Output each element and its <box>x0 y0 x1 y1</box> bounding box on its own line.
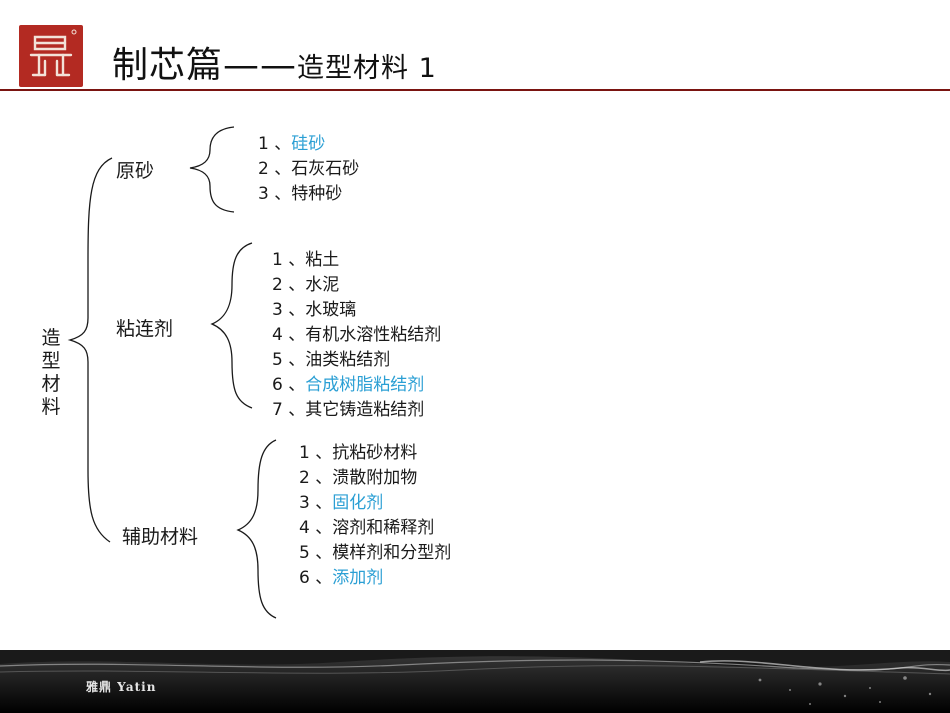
group-label-auxiliary: 辅助材料 <box>122 526 199 548</box>
group-label-raw-sand: 原砂 <box>116 160 155 182</box>
list-item: 3 、水玻璃 <box>272 300 357 320</box>
page-title: 制芯篇——造型材料 1 <box>112 36 437 88</box>
list-item: 4 、溶剂和稀释剂 <box>299 518 435 538</box>
group3-brace <box>236 439 277 619</box>
raw-sand-list: 1 、硅砂 2 、石灰石砂 3 、特种砂 <box>258 132 359 207</box>
list-item: 4 、有机水溶性粘结剂 <box>272 325 442 345</box>
header-rule <box>0 89 950 91</box>
list-item: 1 、硅砂 <box>258 134 326 154</box>
list-item: 1 、粘土 <box>272 250 340 270</box>
list-item: 2 、石灰石砂 <box>258 159 360 179</box>
footer-brand: 雅鼎 Yatin <box>86 680 157 694</box>
list-item: 7 、其它铸造粘结剂 <box>272 400 425 420</box>
list-item: 3 、特种砂 <box>258 184 343 204</box>
group-label-binder: 粘连剂 <box>116 318 174 340</box>
binder-list: 1 、粘土 2 、水泥 3 、水玻璃 4 、有机水溶性粘结剂 5 、油类粘结剂 … <box>272 248 441 423</box>
group1-brace <box>189 126 235 213</box>
list-item: 2 、溃散附加物 <box>299 468 418 488</box>
auxiliary-list: 1 、抗粘砂材料 2 、溃散附加物 3 、固化剂 4 、溶剂和稀释剂 5 、模样… <box>299 441 451 591</box>
root-brace <box>67 157 113 543</box>
list-item: 1 、抗粘砂材料 <box>299 443 418 463</box>
list-item: 6 、合成树脂粘结剂 <box>272 375 425 395</box>
title-sub-text: 造型材料 1 <box>297 53 437 84</box>
logo-seal-icon <box>29 29 77 77</box>
footer-band: 雅鼎 Yatin <box>0 650 950 713</box>
water-splash-decoration <box>0 650 950 713</box>
list-item: 2 、水泥 <box>272 275 340 295</box>
title-main-text: 制芯篇—— <box>112 45 298 86</box>
brand-logo <box>19 25 83 87</box>
list-item: 3 、固化剂 <box>299 493 384 513</box>
group2-brace <box>210 242 253 409</box>
list-item: 6 、添加剂 <box>299 568 384 588</box>
list-item: 5 、模样剂和分型剂 <box>299 543 452 563</box>
list-item: 5 、油类粘结剂 <box>272 350 391 370</box>
root-label: 造型材料 <box>41 327 61 418</box>
